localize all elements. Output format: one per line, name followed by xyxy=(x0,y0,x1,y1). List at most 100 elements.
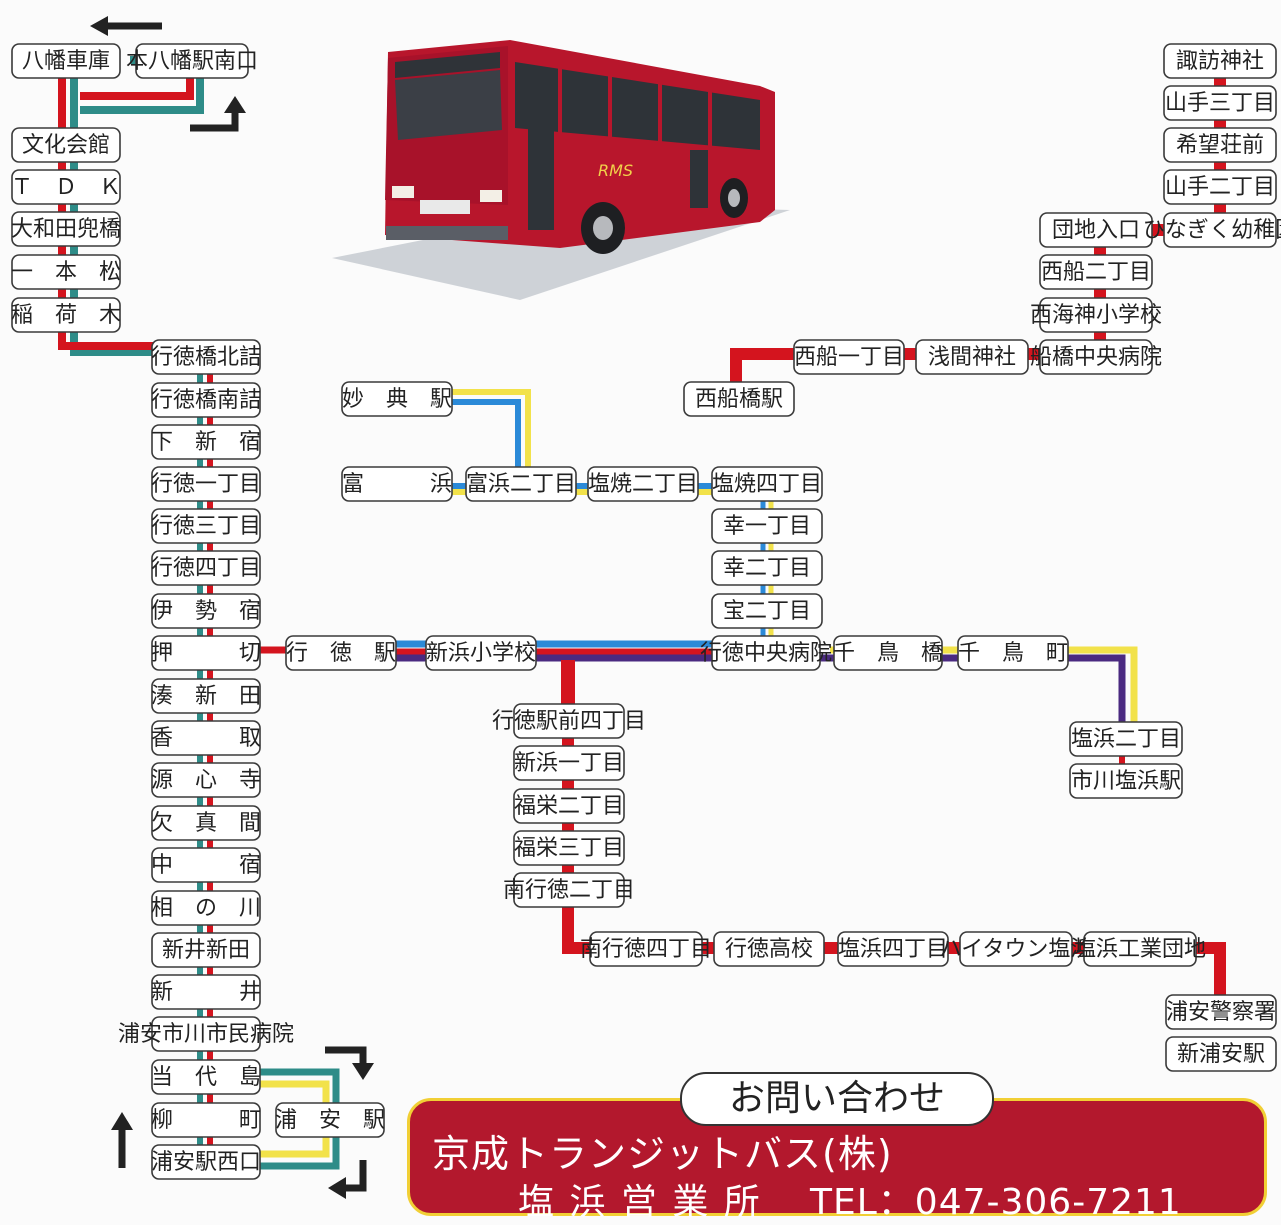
stop-box xyxy=(1165,994,1277,1030)
stop-label: 稲 荷 木 xyxy=(11,303,121,328)
bus-stop-ainokawa: 相 の 川 xyxy=(151,890,261,926)
stop-label: 湊 新 田 xyxy=(151,684,261,709)
bus-stop-gyotoku-4: 行徳四丁目 xyxy=(151,550,261,586)
stop-label: ひなぎく幼稚園 xyxy=(1143,218,1281,243)
stop-box xyxy=(513,830,625,866)
phone-number[interactable]: TEL：047-306-7211 xyxy=(810,1182,1182,1223)
stop-box xyxy=(151,847,261,883)
stop-label: 浅間神社 xyxy=(928,345,1016,370)
stop-box xyxy=(713,931,825,967)
office-name: 塩 浜 営 業 所 xyxy=(518,1182,762,1223)
stop-box xyxy=(513,703,625,739)
stop-label: 南行徳四丁目 xyxy=(580,937,712,962)
route-line xyxy=(450,399,521,480)
bus-stop-shiohama-2: 塩浜二丁目 xyxy=(1069,721,1183,757)
bus-stop-shiohama-4: 塩浜四丁目 xyxy=(837,931,949,967)
bus-stop-todaijima: 当 代 島 xyxy=(151,1059,261,1095)
stop-label: 源 心 寺 xyxy=(151,768,261,793)
stop-label: 相 の 川 xyxy=(151,896,261,921)
stop-box xyxy=(513,872,625,908)
bus-stop-suwa-jinja: 諏訪神社 xyxy=(1163,43,1277,79)
stop-label: 中 宿 xyxy=(151,853,261,878)
stop-label: 山手二丁目 xyxy=(1165,175,1275,200)
stop-box xyxy=(589,931,703,967)
stop-label: 大和田兜橋 xyxy=(11,217,121,242)
bus-stop-tomihama-2: 富浜二丁目 xyxy=(465,466,577,502)
direction-arrows xyxy=(90,16,374,1199)
bus-stop-danchi-iriguchi: 団地入口 xyxy=(1039,212,1153,248)
stop-label: 行徳高校 xyxy=(725,937,813,962)
bus-stop-shiohama-kogyo-danchi: 塩浜工業団地 xyxy=(1074,931,1206,967)
stop-box xyxy=(11,211,121,247)
stop-box xyxy=(959,931,1073,967)
bus-stop-gyotoku-eki: 行 徳 駅 xyxy=(285,635,397,671)
bus-stop-genshinji: 源 心 寺 xyxy=(151,762,261,798)
stop-label: 行徳橋北詰 xyxy=(151,345,261,370)
stop-label: 幸一丁目 xyxy=(723,514,811,539)
bus-stop-fukuei-3: 福栄三丁目 xyxy=(513,830,625,866)
bus-stop-fukuei-2: 福栄二丁目 xyxy=(513,788,625,824)
stop-box xyxy=(151,1059,261,1095)
stop-box xyxy=(151,678,261,714)
bus-stop-tdk: Ｔ Ｄ Ｋ xyxy=(11,169,121,205)
route-line xyxy=(396,654,1126,740)
stop-label: 西船二丁目 xyxy=(1041,260,1151,285)
stop-label: Ｔ Ｄ Ｋ xyxy=(11,175,121,200)
stop-box xyxy=(285,635,397,671)
stop-box xyxy=(151,932,261,968)
stop-box xyxy=(151,339,261,375)
stop-box xyxy=(1039,297,1153,333)
bus-stop-katori: 香 取 xyxy=(151,720,261,756)
stop-box xyxy=(151,890,261,926)
bus-stop-shioyaki-2: 塩焼二丁目 xyxy=(587,466,699,502)
bus-stop-takara-2: 宝二丁目 xyxy=(711,593,823,629)
bus-stop-gyotoku-1: 行徳一丁目 xyxy=(151,466,261,502)
bus-stop-nishi-kaijin-shogakko: 西海神小学校 xyxy=(1030,297,1162,333)
stop-label: 塩焼四丁目 xyxy=(712,472,822,497)
stop-label: 行徳一丁目 xyxy=(151,472,261,497)
stop-box xyxy=(151,720,261,756)
stop-label: 浦安市川市民病院 xyxy=(118,1022,294,1047)
company-name: 京成トランジットバス(株) xyxy=(432,1132,893,1176)
bus-stop-arai: 新 井 xyxy=(151,974,261,1010)
stop-label: 新浦安駅 xyxy=(1177,1042,1265,1067)
bus-stop-nishifuna-1: 西船一丁目 xyxy=(793,339,905,375)
stop-label: 下 新 宿 xyxy=(151,430,261,455)
stop-box xyxy=(151,593,261,629)
stop-label: 行徳四丁目 xyxy=(151,556,261,581)
stop-label: 新 井 xyxy=(151,980,261,1005)
arrow-down-turn-icon xyxy=(325,1046,374,1080)
stop-box xyxy=(513,788,625,824)
stop-box xyxy=(11,43,121,79)
bus-stop-motoyawata-minamiguchi: 本八幡駅南口 xyxy=(126,43,258,79)
bus-stop-ichikawa-shiohama-eki: 市川塩浜駅 xyxy=(1069,763,1183,799)
stop-box xyxy=(1163,169,1277,205)
bus-stop-saiwai-1: 幸一丁目 xyxy=(711,508,823,544)
stop-label: 新浜小学校 xyxy=(426,641,536,666)
stop-box xyxy=(151,1102,261,1138)
bus-stop-arai-shinden: 新井新田 xyxy=(151,932,261,968)
stop-box xyxy=(135,43,249,79)
bus-stop-shinhama-shogakko: 新浜小学校 xyxy=(425,635,537,671)
bus-stop-urayasu-keisatsusho: 浦安警察署 xyxy=(1165,994,1277,1030)
bus-stop-owada-kabutobashi: 大和田兜橋 xyxy=(11,211,121,247)
bus-stop-nishifuna-2: 西船二丁目 xyxy=(1039,254,1153,290)
bus-stop-nishi-funabashi-eki: 西船橋駅 xyxy=(683,381,795,417)
stop-label: 富浜二丁目 xyxy=(466,472,576,497)
stop-box xyxy=(1039,339,1153,375)
bus-stop-shimo-shinjuku: 下 新 宿 xyxy=(151,424,261,460)
bus-stop-gyotokubashi-minamizume: 行徳橋南詰 xyxy=(151,382,261,418)
stop-box xyxy=(1083,931,1197,967)
stop-label: 山手三丁目 xyxy=(1165,91,1275,116)
stop-box xyxy=(11,297,121,333)
stop-label: 文化会館 xyxy=(22,133,110,158)
bus-stop-chidoribashi: 千 鳥 橋 xyxy=(833,635,943,671)
stop-label: 行徳橋南詰 xyxy=(151,388,261,413)
stop-label: 塩焼二丁目 xyxy=(588,472,698,497)
route-line xyxy=(450,389,531,480)
stop-label: 宝二丁目 xyxy=(723,599,811,624)
contact-heading: お問い合わせ xyxy=(680,1072,994,1126)
arrow-up-icon xyxy=(111,1112,133,1168)
bus-stops: 八幡車庫本八幡駅南口文化会館Ｔ Ｄ Ｋ大和田兜橋一 本 松稲 荷 木行徳橋北詰行… xyxy=(11,43,1281,1180)
bus-stop-funabashi-chuo-byoin: 船橋中央病院 xyxy=(1030,339,1162,375)
